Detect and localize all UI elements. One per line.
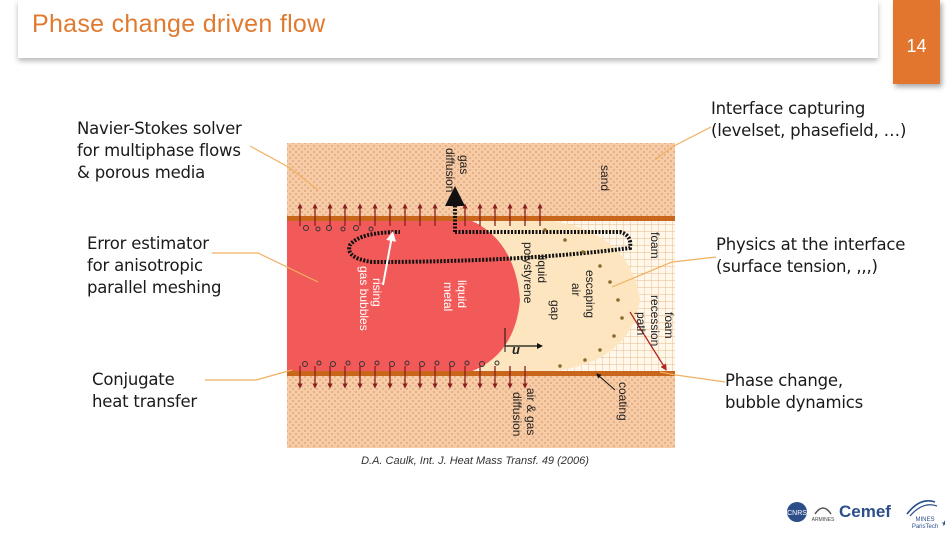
rising-bubbles-arrow [382, 231, 397, 286]
label-line: Physics at the interface [716, 235, 906, 254]
label-line: bubble dynamics [725, 393, 863, 412]
slide-title: Phase change driven flow [32, 10, 326, 38]
leader-lines [205, 126, 726, 383]
label-sand: sand [598, 165, 612, 191]
svg-text:★: ★ [941, 519, 945, 528]
wall-bubbles [302, 225, 500, 367]
label-foam-recession-2: recession [648, 295, 662, 346]
label-line: Phase change, [725, 371, 843, 390]
label-gap: gap [548, 300, 562, 320]
label-polystyrene-2: polystyrene [521, 242, 535, 304]
label-foam-recession-1: foam [662, 312, 676, 339]
label-line: Interface capturing [711, 99, 866, 118]
label-coating: coating [616, 382, 630, 421]
label-gas-diffusion-2: diffusion [443, 148, 457, 192]
title-bar: Phase change driven flow [18, 0, 878, 58]
label-gas-diffusion-1: gas [457, 155, 471, 174]
page-number-box: 14 [893, 0, 940, 84]
label-line: parallel meshing [87, 278, 222, 297]
label-escaping-1: escaping [583, 270, 597, 318]
cnrs-logo: CNRS [787, 502, 807, 522]
label-line: heat transfer [92, 392, 197, 411]
label-line: Conjugate [92, 370, 175, 389]
label-metal-2: metal [441, 282, 455, 311]
cemef-logo: Cemef [839, 502, 891, 521]
svg-text:ParisTech: ParisTech [912, 524, 938, 530]
label-polystyrene-1: liquid [535, 255, 549, 283]
foam-recession-arrow [629, 311, 667, 371]
label-air-gas-diffusion-1: air & gas [524, 388, 538, 435]
label-conjugate-heat: Conjugate heat transfer [92, 369, 197, 413]
partner-logos: CNRS ARMINES Cemef MINES ParisTech ★ [787, 500, 945, 530]
figure-labels: sand gas diffusion foam rising gas bubbl… [357, 148, 676, 436]
polystyrene-region [480, 220, 640, 372]
label-air-gas-diffusion-2: diffusion [510, 392, 524, 436]
metal-region [287, 220, 520, 372]
coating-pointer [596, 373, 616, 391]
label-line: & porous media [77, 163, 206, 182]
label-foam-recession-3: path [634, 312, 648, 335]
heat-arrows-top [297, 203, 543, 226]
label-line: Navier-Stokes solver [77, 119, 242, 138]
armines-logo: ARMINES [812, 507, 835, 523]
label-navier-stokes: Navier-Stokes solver for multiphase flow… [77, 118, 242, 184]
heat-arrows-bottom [297, 366, 528, 389]
label-rising-2: gas bubbles [357, 266, 371, 331]
figure-caption: D.A. Caulk, Int. J. Heat Mass Transf. 49… [361, 455, 589, 467]
label-line: Error estimator [87, 234, 209, 253]
label-velocity: u [512, 342, 520, 357]
label-metal-1: liquid [455, 280, 469, 308]
mines-paristech-logo: MINES ParisTech ★ [906, 500, 945, 530]
svg-text:MINES: MINES [915, 517, 934, 523]
coating-bottom [287, 371, 675, 376]
label-phase-change: Phase change, bubble dynamics [725, 370, 863, 414]
label-line: for multiphase flows [77, 141, 241, 160]
label-error-estimator: Error estimator for anisotropic parallel… [87, 233, 221, 299]
label-line: for anisotropic [87, 256, 203, 275]
svg-text:ARMINES: ARMINES [812, 517, 835, 523]
svg-text:CNRS: CNRS [787, 510, 807, 517]
coating-top [287, 216, 675, 221]
label-line: (levelset, phasefield, …) [711, 121, 907, 140]
label-rising-1: rising [370, 278, 384, 307]
page-number: 14 [906, 36, 927, 56]
label-line: (surface tension, ,,,) [716, 257, 878, 276]
label-foam: foam [648, 232, 662, 259]
circulation-loop [347, 230, 633, 265]
escaping-air-particles [543, 228, 624, 368]
label-escaping-2: air [569, 283, 583, 296]
label-physics-interface: Physics at the interface (surface tensio… [716, 234, 905, 278]
label-interface-capturing: Interface capturing (levelset, phasefiel… [711, 98, 906, 142]
